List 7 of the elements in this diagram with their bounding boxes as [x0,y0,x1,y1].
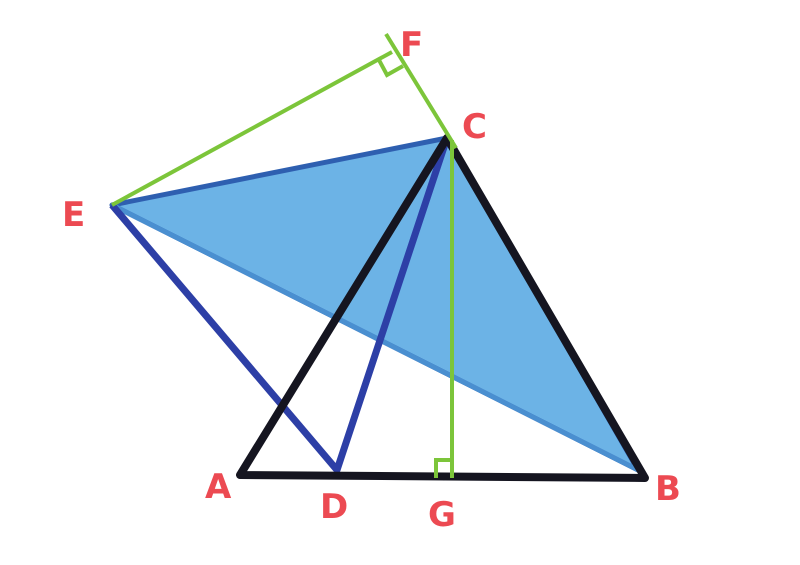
point-label: D [320,490,348,524]
point-label: F [400,28,424,62]
point-label: C [462,110,487,144]
point-label: E [62,198,86,232]
point-label: B [655,472,681,506]
point-label: G [428,498,456,532]
point-label: A [205,470,232,504]
